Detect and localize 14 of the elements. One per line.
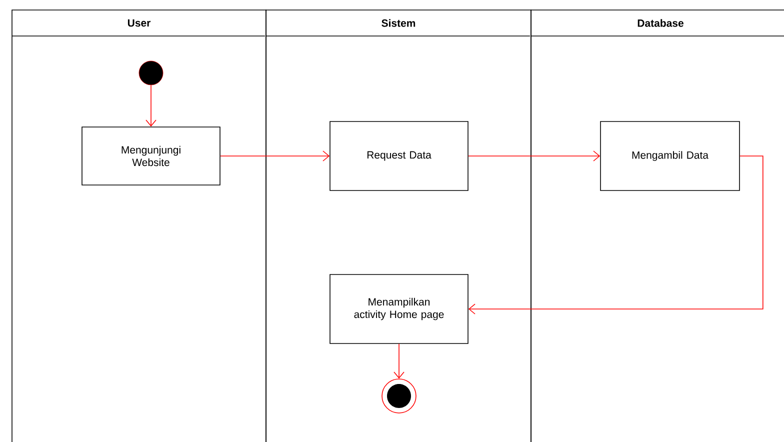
arrow (394, 344, 404, 379)
lane-header: User (12, 19, 266, 36)
start-node (138, 60, 164, 86)
lane-header: Database (530, 19, 784, 36)
activity-box: Menampilkan activity Home page (330, 274, 468, 344)
arrow (468, 156, 764, 314)
activity-box: Mengunjungi Website (82, 126, 220, 186)
arrow (220, 150, 330, 162)
arrow (146, 84, 156, 127)
arrow (468, 150, 600, 162)
activity-box: Mengambil Data (600, 121, 740, 191)
end-node (382, 378, 416, 414)
activity-box: Request Data (330, 121, 468, 191)
lane-header: Sistem (266, 19, 530, 36)
